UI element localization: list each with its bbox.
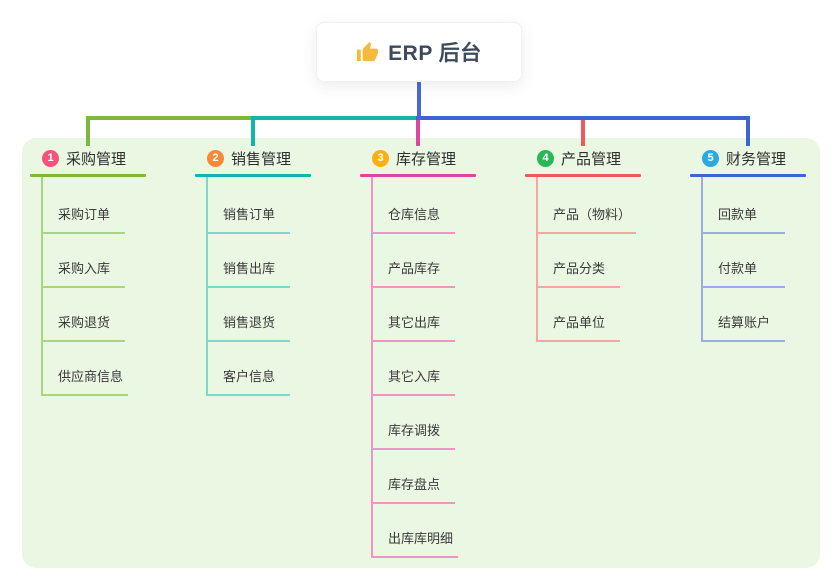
branch-number-badge: 1 (42, 149, 59, 167)
branch-title-underline (525, 174, 641, 177)
child-topic[interactable]: 库存盘点 (371, 476, 455, 504)
branch-number-badge: 5 (702, 149, 719, 167)
branch-number-badge: 3 (372, 149, 389, 167)
root-connector-stem (417, 82, 421, 120)
branch-tree-line (371, 177, 373, 558)
child-topic[interactable]: 付款单 (701, 260, 785, 288)
branch-title-label: 销售管理 (231, 150, 292, 168)
child-topic[interactable]: 其它入库 (371, 368, 455, 396)
branch-title-underline (195, 174, 311, 177)
root-title: ERP 后台 (388, 42, 482, 65)
child-topic[interactable]: 供应商信息 (41, 368, 129, 396)
thumbs-up-icon (356, 41, 379, 64)
branch-title-5[interactable]: 5 财务管理 (702, 148, 786, 168)
child-topic[interactable]: 出库库明细 (371, 530, 459, 558)
child-topic[interactable]: 结算账户 (701, 314, 785, 342)
child-topic[interactable]: 采购入库 (41, 260, 125, 288)
child-topic[interactable]: 销售订单 (206, 206, 290, 234)
connector-drop-branch-5 (746, 116, 750, 146)
branch-title-4[interactable]: 4 产品管理 (537, 148, 621, 168)
child-topic[interactable]: 仓库信息 (371, 206, 455, 234)
branch-title-underline (360, 174, 476, 177)
child-topic[interactable]: 产品（物料） (536, 206, 637, 234)
connector-drop-branch-3 (416, 116, 420, 146)
branch-tree-line (536, 177, 538, 342)
branch-title-underline (30, 174, 146, 177)
branch-title-label: 库存管理 (396, 150, 457, 168)
child-topic[interactable]: 采购订单 (41, 206, 125, 234)
branch-title-3[interactable]: 3 库存管理 (372, 148, 456, 168)
connector-drop-branch-2 (251, 116, 255, 146)
branch-title-label: 采购管理 (66, 150, 127, 168)
connector-rail-left-green (86, 116, 255, 120)
child-topic[interactable]: 产品分类 (536, 260, 620, 288)
child-topic[interactable]: 销售退货 (206, 314, 290, 342)
child-topic[interactable]: 采购退货 (41, 314, 125, 342)
branch-title-underline (690, 174, 806, 177)
branch-title-label: 财务管理 (726, 150, 787, 168)
connector-rail-right-blue (416, 116, 750, 120)
child-topic[interactable]: 产品单位 (536, 314, 620, 342)
child-topic[interactable]: 客户信息 (206, 368, 290, 396)
child-topic[interactable]: 回款单 (701, 206, 785, 234)
child-topic[interactable]: 其它出库 (371, 314, 455, 342)
connector-drop-branch-1 (86, 116, 90, 146)
branch-tree-line (701, 177, 703, 342)
branch-title-label: 产品管理 (561, 150, 622, 168)
connector-rail-left-teal (251, 116, 418, 120)
connector-drop-branch-4 (581, 116, 585, 146)
child-topic[interactable]: 产品库存 (371, 260, 455, 288)
root-node[interactable]: ERP 后台 (316, 22, 522, 82)
branches-panel (22, 138, 820, 568)
branch-title-1[interactable]: 1 采购管理 (42, 148, 126, 168)
child-topic[interactable]: 销售出库 (206, 260, 290, 288)
child-topic[interactable]: 库存调拨 (371, 422, 455, 450)
branch-number-badge: 2 (207, 149, 224, 167)
branch-title-2[interactable]: 2 销售管理 (207, 148, 291, 168)
branch-number-badge: 4 (537, 149, 554, 167)
